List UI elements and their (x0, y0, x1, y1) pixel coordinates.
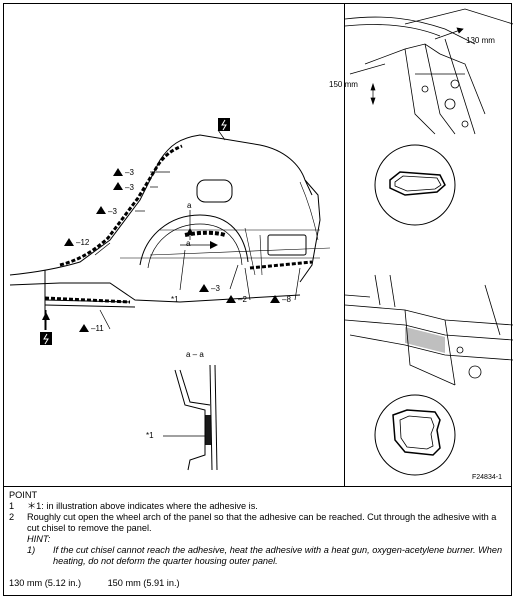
label-star1-section: *1 (146, 431, 154, 440)
notes-section: POINT 1 ＊1: in illustration above indica… (9, 490, 509, 567)
section-detail-circle-1 (374, 144, 456, 226)
dim-150-label: 150 mm (329, 80, 358, 89)
dim-130-label: 130 mm (466, 36, 495, 45)
callout-2: –2 (238, 295, 247, 304)
label-a-top: a (187, 201, 192, 210)
notes-title: POINT (9, 490, 38, 500)
divider-notes (3, 486, 512, 487)
figure-id: F24834-1 (472, 474, 502, 481)
dimension-conversions: 130 mm (5.12 in.) 150 mm (5.91 in.) (9, 578, 204, 588)
callout-8: –8 (282, 295, 291, 304)
label-star1-main: *1 (171, 295, 179, 304)
dimension-150: 150 mm (5.91 in.) (107, 578, 180, 588)
callout-3d: –3 (211, 284, 220, 293)
note-text: ＊1: in illustration above indicates wher… (27, 501, 258, 511)
section-label: a – a (186, 350, 204, 359)
note-item: 1 ＊1: in illustration above indicates wh… (9, 501, 509, 512)
hint-label: HINT: (27, 534, 51, 544)
pillar-detail-illustration (344, 8, 514, 135)
note-text: Roughly cut open the wheel arch of the p… (27, 512, 497, 533)
hint-item: 1) If the cut chisel cannot reach the ad… (9, 545, 509, 567)
hint-text: If the cut chisel cannot reach the adhes… (53, 545, 503, 566)
note-number: 1 (9, 501, 15, 511)
note-number: 2 (9, 512, 15, 522)
label-a-bottom: a (186, 239, 191, 248)
callout-11: –11 (91, 324, 104, 333)
callout-12: –12 (76, 238, 90, 247)
rocker-detail-illustration (344, 274, 514, 386)
note-item: 2 Roughly cut open the wheel arch of the… (9, 512, 509, 534)
dimension-130: 130 mm (5.12 in.) (9, 578, 81, 588)
callout-3c: –3 (108, 207, 117, 216)
callout-3b: –3 (125, 183, 134, 192)
callout-3a: –3 (125, 168, 134, 177)
section-detail-circle-2 (374, 394, 456, 476)
figure-frame (3, 3, 512, 596)
hint-number: 1) (27, 545, 36, 555)
divider-vertical (344, 3, 345, 486)
quarter-panel-illustration (9, 118, 331, 471)
